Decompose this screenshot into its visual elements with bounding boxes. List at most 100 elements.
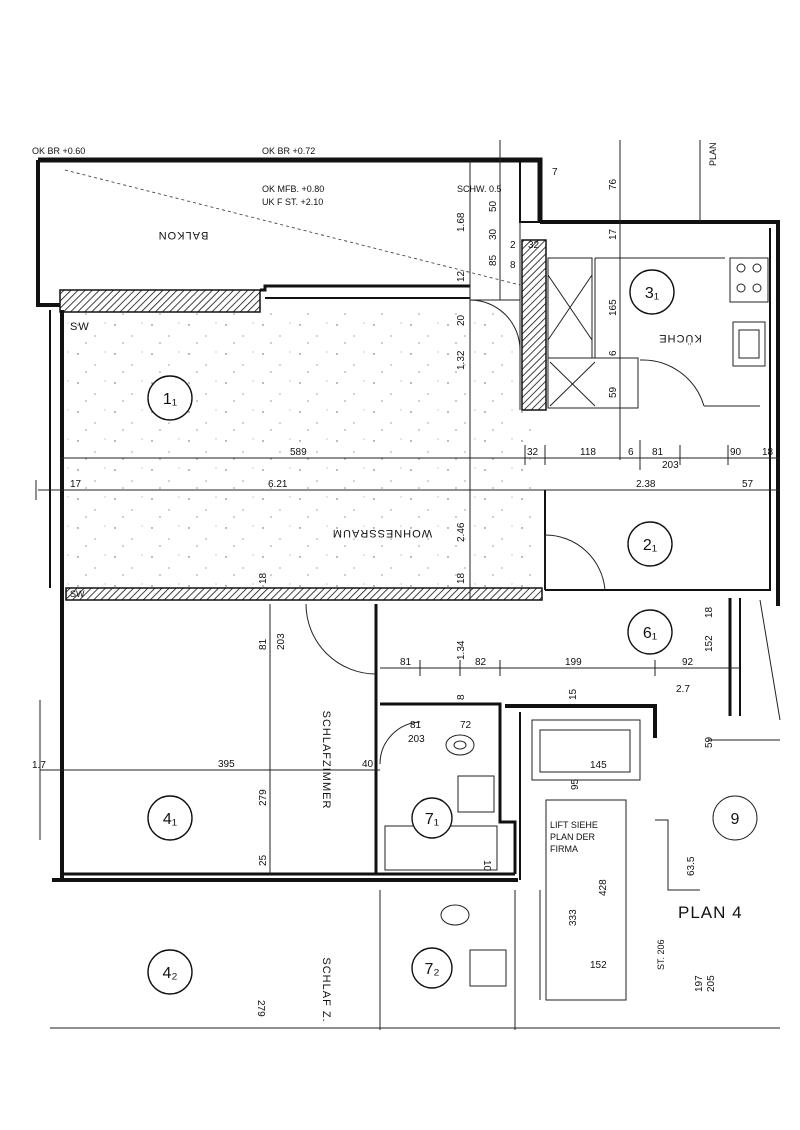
dim-81c: 81 xyxy=(400,657,412,668)
dim-203c: 203 xyxy=(408,734,425,745)
kitchen-fixtures xyxy=(547,257,769,409)
dim-621: 6.21 xyxy=(268,479,288,490)
door-swings xyxy=(305,299,606,765)
dimension-lines xyxy=(35,140,780,874)
room-circle-3 xyxy=(629,269,675,315)
dim-8b: 8 xyxy=(456,694,467,700)
room-number-3: 3₁ xyxy=(645,285,659,302)
plan-label: PLAN 4 xyxy=(678,903,743,922)
dim-1-7: 1.7 xyxy=(32,760,46,771)
stair-label: ST. 206 xyxy=(656,939,666,970)
room-circle-1 xyxy=(147,375,193,421)
room-number-4: 4₁ xyxy=(163,811,177,828)
dim-635: 63.5 xyxy=(686,856,697,876)
dim-238: 2.38 xyxy=(636,479,656,490)
dim-205: 205 xyxy=(706,975,717,992)
dim-165: 165 xyxy=(608,299,619,316)
dim-152: 152 xyxy=(704,635,715,652)
level-marks: OK BR +0.60 OK BR +0.72 OK MFB. +0.80 UK… xyxy=(32,142,718,207)
dim-428: 428 xyxy=(598,879,609,896)
dim-246: 2.46 xyxy=(456,522,467,542)
dim-18c: 18 xyxy=(258,572,269,584)
dim-10: 10 xyxy=(481,860,492,872)
dim-395: 395 xyxy=(218,759,235,770)
room-number-1: 1₁ xyxy=(163,391,177,408)
room-circle-7 xyxy=(411,797,453,839)
room-circle-4b xyxy=(147,949,193,995)
dim-145: 145 xyxy=(590,760,607,771)
dim-12: 12 xyxy=(456,270,467,282)
dim-168: 1.68 xyxy=(456,212,467,232)
dim-7: 7 xyxy=(552,167,558,178)
schlafz-label: SCHLAF Z. xyxy=(320,957,332,1022)
dim-15: 15 xyxy=(568,688,579,700)
room-circle-2 xyxy=(627,521,673,567)
dim-76: 76 xyxy=(608,178,619,190)
dim-6a: 6 xyxy=(628,447,634,458)
dim-118: 118 xyxy=(580,447,596,458)
dim-199: 199 xyxy=(565,657,582,668)
lift-note-line1: LIFT SIEHE xyxy=(550,820,598,830)
dim-203b: 203 xyxy=(276,633,287,650)
dim-82: 82 xyxy=(475,657,487,668)
wall-hatched-kitchen xyxy=(521,239,547,411)
bathroom-fixtures xyxy=(384,719,641,1001)
wall-hatched-top xyxy=(59,289,261,313)
room-circle-7b xyxy=(411,947,453,989)
sw-label-top: SW xyxy=(70,321,90,333)
dim-8: 8 xyxy=(510,260,516,271)
dim-95: 95 xyxy=(570,778,581,790)
kueche-label: KÜCHE xyxy=(658,332,702,344)
ok-br-left: OK BR +0.60 xyxy=(32,146,85,156)
dim-17: 17 xyxy=(70,479,82,490)
lift-note-line2: PLAN DER xyxy=(550,832,596,842)
dim-589: 589 xyxy=(290,447,307,458)
ok-mfb: OK MFB. +0.80 xyxy=(262,184,324,194)
dim-40: 40 xyxy=(362,759,374,770)
dim-81d: 81 xyxy=(410,720,422,731)
lift-note-line3: FIRMA xyxy=(550,844,578,854)
dim-279: 279 xyxy=(258,789,269,806)
dim-92: 92 xyxy=(682,657,694,668)
floor-texture xyxy=(65,310,535,590)
dim-32b: 32 xyxy=(528,240,540,251)
room-labels: BALKON KÜCHE WOHNESSRAUM SCHLAFZIMMER SC… xyxy=(70,229,702,1023)
dim-197: 197 xyxy=(694,975,705,992)
wall-hatched-middle xyxy=(65,587,543,601)
dim-2: 2 xyxy=(510,240,516,251)
dim-333: 333 xyxy=(568,909,579,926)
room-number-4b: 4₂ xyxy=(162,965,177,982)
dim-132: 1.32 xyxy=(456,350,467,370)
dim-6b: 6 xyxy=(608,350,619,356)
room-number-6: 6₁ xyxy=(643,625,657,642)
plan-top: PLAN xyxy=(708,142,718,166)
schlafzimmer-label: SCHLAFZIMMER xyxy=(320,711,332,810)
dim-81b: 81 xyxy=(258,638,269,650)
dim-17b: 17 xyxy=(608,228,619,240)
uk-fst: UK F ST. +2.10 xyxy=(262,197,323,207)
room-number-7: 7₁ xyxy=(425,811,439,828)
dim-72: 72 xyxy=(460,720,472,731)
room-number-7b: 7₂ xyxy=(424,961,439,978)
dim-90: 90 xyxy=(730,447,742,458)
balkon-label: BALKON xyxy=(158,229,209,241)
notes: LIFT SIEHE PLAN DER FIRMA PLAN 4 ST. 206 xyxy=(550,820,743,970)
dim-85: 85 xyxy=(488,254,499,266)
dim-20: 20 xyxy=(456,314,467,326)
room-circle-4 xyxy=(147,795,193,841)
dim-18d: 18 xyxy=(704,606,715,618)
dim-59: 59 xyxy=(608,386,619,398)
dim-50: 50 xyxy=(488,200,499,212)
lift-area xyxy=(655,599,781,891)
dim-59b: 59 xyxy=(704,736,715,748)
dim-134: 1.34 xyxy=(456,640,467,660)
dim-32a: 32 xyxy=(527,447,539,458)
walls xyxy=(36,157,780,1030)
dim-57: 57 xyxy=(742,479,754,490)
dim-25: 25 xyxy=(258,854,269,866)
room-circle-6 xyxy=(627,609,673,655)
dim-203a: 203 xyxy=(662,460,679,471)
dim-152b: 152 xyxy=(590,960,607,971)
dim-18b: 18 xyxy=(456,572,467,584)
